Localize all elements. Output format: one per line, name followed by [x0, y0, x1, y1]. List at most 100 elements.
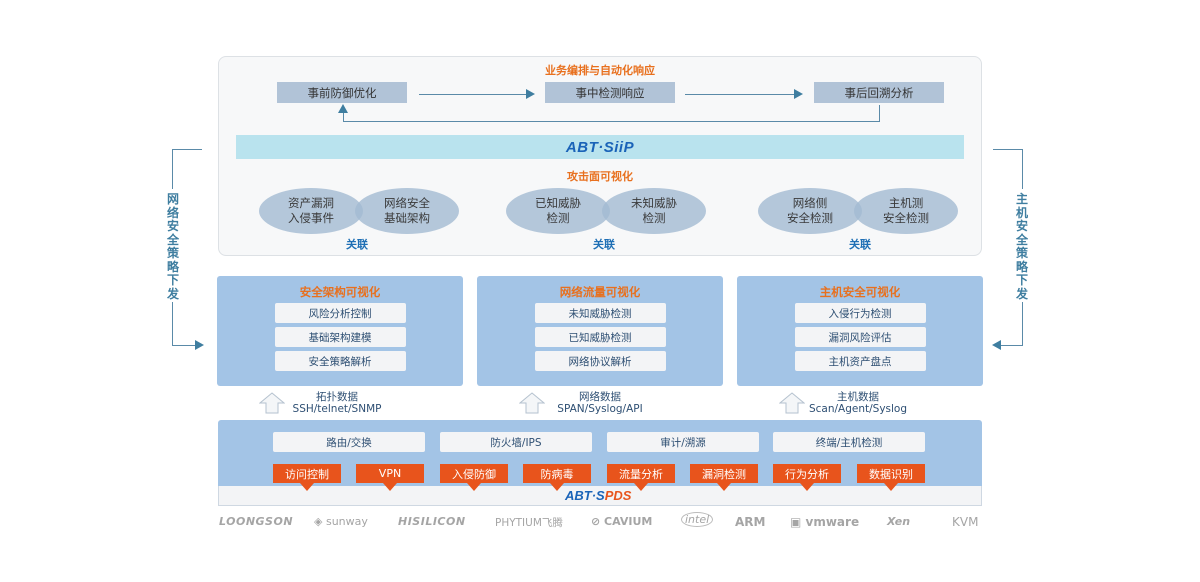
- down-arrow-icon: [634, 483, 648, 491]
- vendor-cavium-label: CAVIUM: [604, 515, 653, 528]
- capability-firewall: 防火墙/IPS: [440, 432, 592, 452]
- left-policy-label: 网络安全策略下发: [166, 192, 179, 301]
- down-arrow-icon: [300, 483, 314, 491]
- left-policy-line-v2: [172, 302, 173, 346]
- vendor-kvm: KVM: [952, 515, 979, 529]
- feedback-line-v-left: [343, 112, 344, 122]
- left-policy-line-bottom-h: [172, 345, 196, 346]
- spds-logo-orange: PDS: [604, 488, 632, 503]
- ellipse-known-threat: 已知威胁 检测: [506, 188, 610, 234]
- left-policy-line-top-h: [172, 149, 202, 150]
- link-label-3: 关联: [849, 238, 871, 251]
- function-button: 流量分析: [607, 464, 675, 483]
- source-title: 拓扑数据: [316, 391, 358, 403]
- source-title: 主机数据: [837, 391, 879, 403]
- vis-item: 漏洞风险评估: [794, 327, 926, 347]
- vendor-phytium: PHYTIUM飞腾: [495, 517, 563, 529]
- source-detail: Scan/Agent/Syslog: [808, 403, 908, 415]
- phase-during: 事中检测响应: [545, 82, 675, 103]
- orchestration-title: 业务编排与自动化响应: [545, 64, 655, 77]
- left-policy-arrow-icon: [195, 340, 204, 350]
- up-arrow-icon: [779, 392, 805, 414]
- feedback-line-h: [343, 121, 880, 122]
- link-label-2: 关联: [593, 238, 615, 251]
- feedback-arrow-icon: [338, 104, 348, 113]
- vendor-xen: Xen: [887, 515, 911, 528]
- vis-item: 主机资产盘点: [794, 351, 926, 371]
- cavium-logo-icon: ⊘: [591, 515, 605, 528]
- source-title: 网络数据: [579, 391, 621, 403]
- down-arrow-icon: [717, 483, 731, 491]
- spds-strip: [218, 486, 982, 506]
- vmware-logo-icon: ▣: [790, 515, 806, 529]
- vis-box-host: 主机安全可视化 入侵行为检测 漏洞风险评估 主机资产盘点: [737, 276, 983, 386]
- vis-title: 主机安全可视化: [819, 285, 901, 299]
- right-policy-line-top-h: [993, 149, 1023, 150]
- vendor-sunway: ◈ sunway: [314, 515, 368, 528]
- vendor-vmware-label: vmware: [805, 515, 860, 529]
- down-arrow-icon: [383, 483, 397, 491]
- right-policy-line-v1: [1022, 149, 1023, 189]
- vis-item: 风险分析控制: [274, 303, 406, 323]
- spds-logo: ABT·SPDS: [565, 488, 631, 503]
- ellipse-network-infra: 网络安全 基础架构: [355, 188, 459, 234]
- siip-logo: ABT·SiiP: [565, 138, 635, 156]
- flow-arrow-1-icon: [526, 89, 535, 99]
- vendor-cavium: ⊘ CAVIUM: [591, 515, 652, 528]
- down-arrow-icon: [800, 483, 814, 491]
- capability-endpoint: 终端/主机检测: [773, 432, 925, 452]
- vis-item: 入侵行为检测: [794, 303, 926, 323]
- flow-line-2: [685, 94, 795, 95]
- function-button: VPN: [356, 464, 424, 483]
- function-button: 防病毒: [523, 464, 591, 483]
- vis-title: 安全架构可视化: [299, 285, 381, 299]
- vis-item: 已知威胁检测: [534, 327, 666, 347]
- up-arrow-icon: [259, 392, 285, 414]
- source-detail: SSH/telnet/SNMP: [292, 403, 382, 415]
- right-policy-label: 主机安全策略下发: [1015, 192, 1028, 301]
- attack-surface-title: 攻击面可视化: [567, 170, 633, 183]
- function-button: 访问控制: [273, 464, 341, 483]
- vendor-arm: ARM: [735, 515, 766, 529]
- up-arrow-icon: [519, 392, 545, 414]
- capability-audit: 审计/溯源: [607, 432, 759, 452]
- sunway-logo-icon: ◈: [314, 515, 326, 528]
- source-text-network: 网络数据 SPAN/Syslog/API: [545, 391, 655, 415]
- vendor-hisilicon: HISILICON: [398, 515, 466, 528]
- down-arrow-icon: [467, 483, 481, 491]
- vendor-sunway-label: sunway: [325, 515, 368, 528]
- capability-routing: 路由/交换: [273, 432, 425, 452]
- function-button: 漏洞检测: [690, 464, 758, 483]
- right-policy-line-bottom-h: [1000, 345, 1023, 346]
- down-arrow-icon: [884, 483, 898, 491]
- vis-box-architecture: 安全架构可视化 风险分析控制 基础架构建模 安全策略解析: [217, 276, 463, 386]
- source-text-host: 主机数据 Scan/Agent/Syslog: [803, 391, 913, 415]
- ellipse-asset-vuln: 资产漏洞 入侵事件: [259, 188, 363, 234]
- ellipse-network-side: 网络侧 安全检测: [758, 188, 862, 234]
- phase-pre: 事前防御优化: [277, 82, 407, 103]
- function-button: 行为分析: [773, 464, 841, 483]
- vendor-vmware: ▣ vmware: [790, 515, 859, 529]
- siip-platform-bar: ABT·SiiP: [236, 135, 964, 159]
- flow-line-1: [419, 94, 527, 95]
- phase-post: 事后回溯分析: [814, 82, 944, 103]
- ellipse-unknown-threat: 未知威胁 检测: [602, 188, 706, 234]
- spds-logo-blue: ABT·S: [565, 488, 605, 503]
- vis-item: 未知威胁检测: [534, 303, 666, 323]
- vendor-loongson: LOONGSON: [219, 515, 294, 528]
- vis-item: 安全策略解析: [274, 351, 406, 371]
- vendor-intel: intel: [681, 512, 714, 527]
- right-policy-line-v2: [1022, 302, 1023, 346]
- left-policy-line-v1: [172, 149, 173, 189]
- function-button: 入侵防御: [440, 464, 508, 483]
- ellipse-host-side: 主机测 安全检测: [854, 188, 958, 234]
- flow-arrow-2-icon: [794, 89, 803, 99]
- source-detail: SPAN/Syslog/API: [557, 403, 643, 415]
- feedback-line-v-right: [879, 105, 880, 122]
- link-label-1: 关联: [346, 238, 368, 251]
- down-arrow-icon: [550, 483, 564, 491]
- vis-title: 网络流量可视化: [559, 285, 641, 299]
- function-button: 数据识别: [857, 464, 925, 483]
- vis-item: 基础架构建模: [274, 327, 406, 347]
- vis-box-traffic: 网络流量可视化 未知威胁检测 已知威胁检测 网络协议解析: [477, 276, 723, 386]
